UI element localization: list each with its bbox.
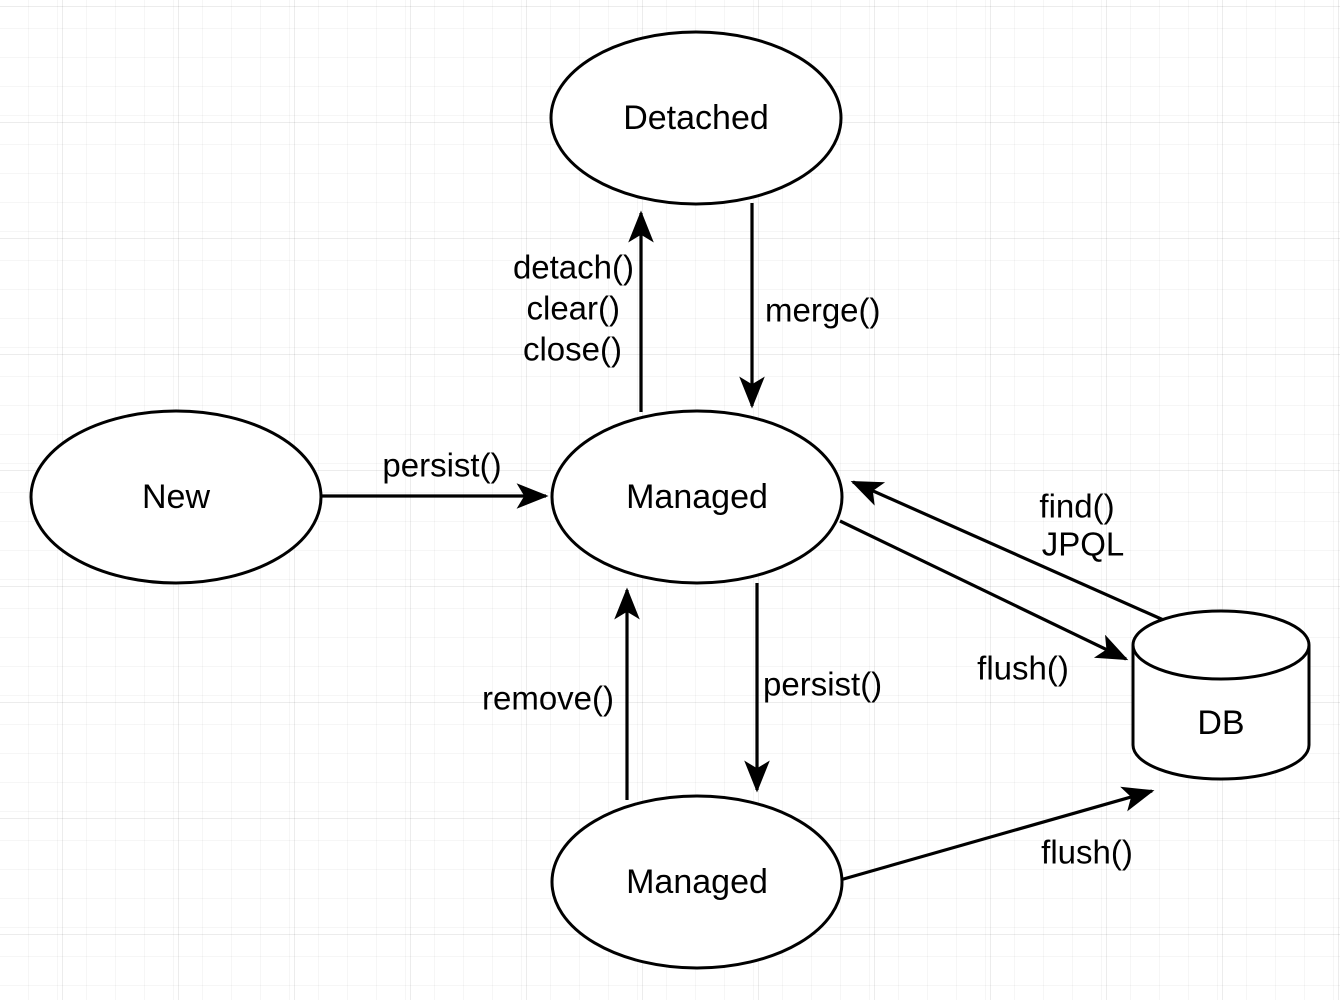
node-db[interactable]: DB xyxy=(1131,609,1311,781)
edge-label-close: close() xyxy=(523,331,622,368)
new-ellipse[interactable] xyxy=(29,409,323,585)
db-cylinder-top[interactable] xyxy=(1131,609,1311,681)
new-label: New xyxy=(142,478,210,516)
detached-label: Detached xyxy=(623,99,769,137)
edge-label-flush-lower: flush() xyxy=(1041,834,1133,871)
node-detached[interactable]: Detached xyxy=(549,30,843,206)
edge-line-flush-upper xyxy=(839,519,1129,661)
node-managed-top[interactable]: Managed xyxy=(550,409,844,585)
edge-managed2-to-db xyxy=(839,786,1155,882)
edge-label-persist-new: persist() xyxy=(382,447,501,484)
node-managed-bottom[interactable]: Managed xyxy=(550,794,844,970)
db-label: DB xyxy=(1197,704,1244,742)
managed-bottom-ellipse[interactable] xyxy=(550,794,844,970)
db-cylinder-body-fill xyxy=(1133,645,1309,779)
edge-label-find: find() xyxy=(1039,488,1114,525)
managed-top-label: Managed xyxy=(626,478,768,516)
edge-label-jpql: JPQL xyxy=(1042,526,1125,563)
edge-label-remove: remove() xyxy=(482,680,614,717)
managed-bottom-label: Managed xyxy=(626,863,768,901)
edge-line-flush-lower xyxy=(839,786,1155,882)
managed-top-ellipse[interactable] xyxy=(550,409,844,585)
edge-managed-to-db xyxy=(839,519,1129,661)
edge-line-find xyxy=(850,480,1169,624)
node-new[interactable]: New xyxy=(29,409,323,585)
detached-ellipse[interactable] xyxy=(549,30,843,206)
edge-db-to-managed xyxy=(850,480,1169,624)
edge-label-persist-lower: persist() xyxy=(763,666,882,703)
db-cylinder-body[interactable] xyxy=(1131,645,1311,781)
edge-label-flush-upper: flush() xyxy=(977,650,1069,687)
edge-label-detach: detach() xyxy=(513,249,634,286)
edge-label-clear: clear() xyxy=(526,290,620,327)
edge-label-merge: merge() xyxy=(765,292,881,329)
